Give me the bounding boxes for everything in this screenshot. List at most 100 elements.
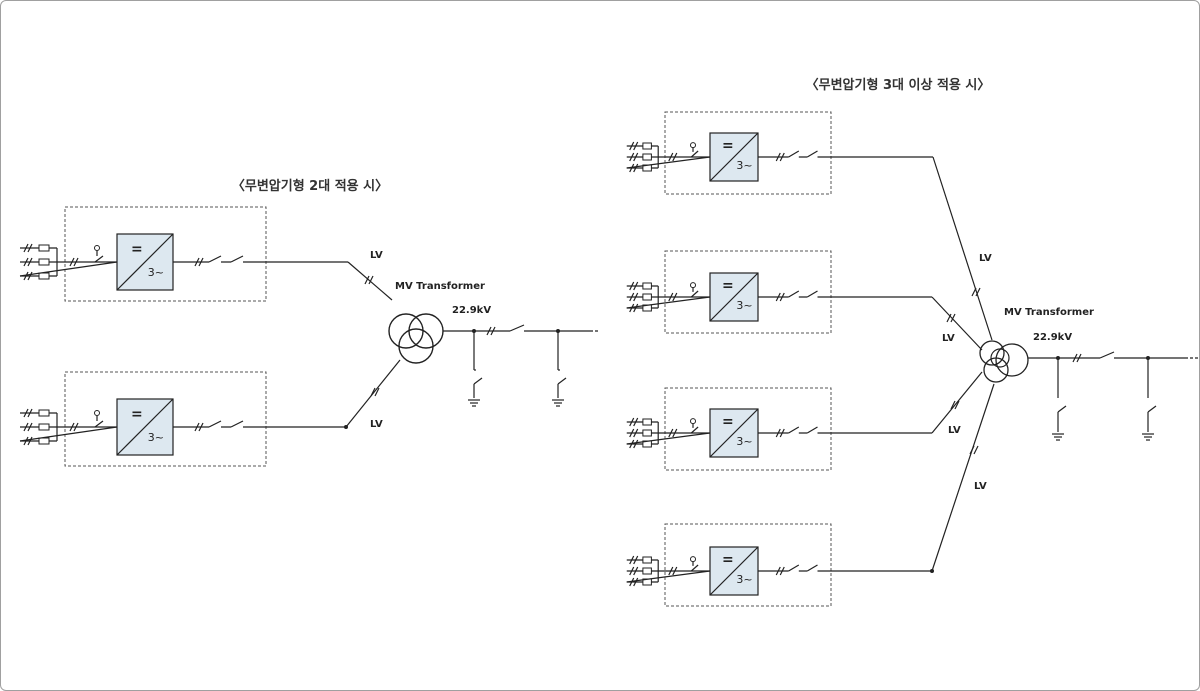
mv-transformer-label-right: MV Transformer [1004,307,1094,318]
inverter-diagonal [116,398,174,456]
ac-cable-mark [779,152,785,162]
string-cable-mark [633,281,639,291]
string-cable-mark [633,292,639,302]
lv-feeder-lower-diag [345,359,401,428]
string-cable-mark [633,428,639,438]
mv-cable-mark [1076,353,1082,363]
string-fuse [642,429,652,437]
ac-breaker-1 [788,150,800,158]
grounding-switch [473,377,483,385]
dc-disconnect-switch [94,255,104,263]
breaker-gap [788,294,799,300]
dc-disconnect-switch [690,426,699,434]
dc-main-line-seg [19,426,118,442]
inverter-dc-symbol: = [722,414,734,430]
inverter-enclosure-box [664,250,832,334]
breaker-gap [231,259,243,265]
inverter-ac-symbol: 3~ [736,299,752,312]
string-cable-mark [633,417,639,427]
string-cable-mark [633,152,639,162]
string-cable-mark [629,303,635,313]
dc-cable-mark [668,566,674,576]
mv-cable-mark [490,326,496,336]
lv-cable-mark [374,387,380,397]
string-cable-mark [633,566,639,576]
lv-feeder-1-diag [932,156,993,341]
lv-feeder-2-diag [931,296,983,351]
string-cable-mark [27,408,33,418]
dc-disconnect-switch [690,150,699,158]
string-cable-mark [629,281,635,291]
surge-protector [690,556,696,563]
ac-breaker-2 [230,420,244,428]
breaker-gap [807,154,818,160]
dc-cable-mark [73,257,79,267]
string-fuse [642,418,652,426]
lv-cable-mark [950,400,956,410]
inverter-diagonal [709,272,759,322]
dc-disconnect-switch [690,564,699,572]
grounding-switch [557,377,567,385]
lv-cable-mark [975,287,981,297]
dc-cable-mark [73,422,79,432]
string-cable-mark [629,428,635,438]
surge-protector [94,410,100,416]
inverter-ac-symbol: 3~ [148,431,164,444]
transformer-winding-3 [398,328,434,364]
lv-cable-mark [946,313,952,323]
surge-protector [690,142,696,149]
breaker-gap [807,568,818,574]
ac-breaker-2 [230,255,244,263]
mv-cable-mark [1072,353,1078,363]
lv-label-1: LV [979,253,992,264]
diagram-title-three-plus-units: 〈무변압기형 3대 이상 적용 시〉 [806,77,991,93]
mv-transformer-label: MV Transformer [395,281,485,292]
string-cable-mark [23,436,29,446]
mv-cable-mark [486,326,492,336]
string-cable-mark [629,292,635,302]
dc-cable-mark [69,257,75,267]
breaker-gap [231,424,243,430]
dc-cable-mark [672,428,678,438]
lv-cable-mark [950,313,956,323]
string-cable-mark [23,422,29,432]
string-cable-mark [633,577,639,587]
string-fuse [38,258,50,266]
string-fuse [38,423,50,431]
dc-cable-mark [668,428,674,438]
ac-cable-mark [779,428,785,438]
string-cable-mark [23,408,29,418]
dc-cable-mark [69,422,75,432]
dc-cable-mark [668,152,674,162]
lv-feeder-4-diag [931,383,995,572]
surge-protector [94,245,100,251]
ac-cable-mark [775,428,781,438]
lv-cable-mark [368,275,374,285]
breaker-gap [807,430,818,436]
dc-cable-mark [672,566,678,576]
ac-breaker-2 [806,290,818,298]
string-cable-mark [633,555,639,565]
ac-cable-mark [198,422,204,432]
grounding-switch [1057,405,1067,413]
string-cable-mark [27,271,33,281]
string-cable-mark [633,141,639,151]
string-cable-mark [629,163,635,173]
inverter-dc-symbol: = [131,242,143,258]
dc-cable-mark [668,292,674,302]
string-fuse [642,282,652,290]
string-fuse [38,272,50,280]
dc-main-line-seg [19,261,118,277]
string-cable-mark [23,271,29,281]
junction-dot [930,569,934,573]
mv-breaker [1099,351,1115,359]
ac-cable-mark [775,292,781,302]
lv-label-3: LV [948,425,961,436]
inverter-diagonal [116,233,174,291]
string-cable-mark [27,436,33,446]
lv-cable-mark [364,275,370,285]
string-cable-mark [629,417,635,427]
inverter-dc-symbol: = [722,278,734,294]
